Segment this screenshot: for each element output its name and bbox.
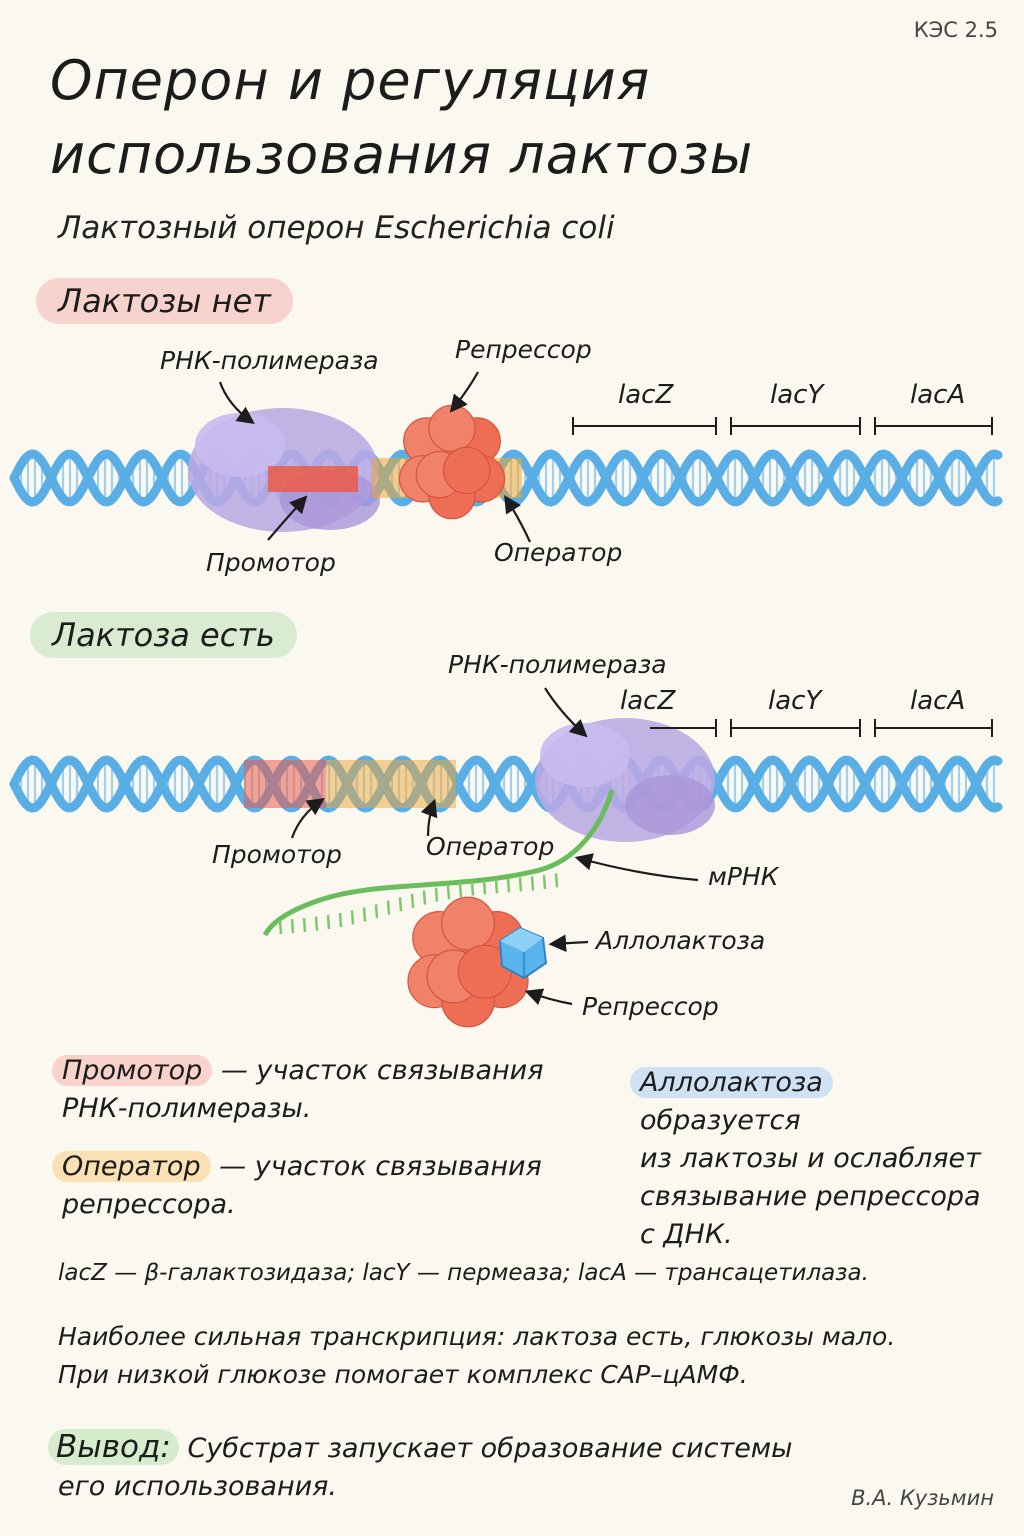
heading-no-lactose: Лактозы нет [36, 278, 293, 324]
arrow-repressor-2 [524, 988, 573, 1006]
gene-laca-1: lacA [910, 380, 966, 410]
gene-lacy-2: lacY [768, 686, 822, 716]
author-signature: В.А. Кузьмин [851, 1486, 994, 1510]
gene-brackets-1 [572, 417, 993, 435]
label-rna-polymerase-1: РНК-полимераза [160, 346, 379, 375]
note-allolactose-line2: из лактозы и ослабляет [640, 1143, 981, 1174]
dna-helix-lactose-present [9, 755, 1003, 813]
rna-polymerase-blob-2 [535, 718, 715, 842]
arrow-repressor-1 [449, 371, 479, 413]
allolactose-crystal [498, 926, 548, 980]
label-repressor-2: Репрессор [582, 992, 719, 1021]
note-conclusion: Вывод: Субстрат запускает образование си… [48, 1428, 793, 1506]
label-operator-1: Оператор [494, 538, 623, 567]
label-operator-2: Оператор [426, 832, 555, 861]
label-allolactose: Аллолактоза [596, 926, 766, 955]
page-subtitle: Лактозный оперон Escherichia coli [58, 210, 615, 246]
note-operator-line1: — участок связывания [210, 1151, 542, 1182]
label-promoter-1: Промотор [206, 548, 336, 577]
arrow-promoter-1 [267, 495, 308, 541]
label-promoter-2: Промотор [212, 840, 342, 869]
note-allolactose-line4: с ДНК. [640, 1219, 733, 1250]
repressor-blob-2 [407, 896, 529, 1028]
mrna-bases [278, 873, 559, 935]
arrow-promoter-2 [290, 798, 325, 839]
term-conclusion: Вывод: [48, 1429, 179, 1465]
note-transcription-line2: При низкой глюкозе помогает комплекс CAP… [58, 1360, 748, 1389]
gene-brackets-2 [650, 719, 993, 737]
note-operator: Оператор — участок связывания репрессора… [52, 1148, 582, 1224]
gene-lacy-1: lacY [770, 380, 824, 410]
title-line-1: Оперон и регуляция [50, 49, 651, 112]
arrow-polymerase-2 [544, 687, 588, 738]
arrow-operator-2 [420, 798, 438, 837]
promoter-segment-1 [268, 466, 358, 492]
arrow-allolactose [548, 934, 589, 953]
arrow-mrna [574, 853, 699, 882]
label-rna-polymerase-2: РНК-полимераза [448, 650, 667, 679]
note-conclusion-line2: его использования. [58, 1471, 337, 1502]
repressor-blob-1 [398, 404, 506, 520]
arrow-operator-1 [504, 495, 532, 543]
gene-laca-2: lacA [910, 686, 966, 716]
heading-lactose-present: Лактоза есть [30, 612, 297, 658]
note-allolactose-line1: образуется [640, 1105, 801, 1136]
operator-segment-2 [326, 760, 456, 808]
term-allolactose: Аллолактоза [630, 1067, 833, 1098]
code-label: КЭС 2.5 [913, 18, 998, 42]
term-promoter: Промотор [52, 1055, 213, 1086]
note-promoter-line2: РНК-полимеразы. [62, 1093, 312, 1124]
arrow-polymerase-1 [218, 381, 255, 425]
note-operator-line2: репрессора. [62, 1189, 236, 1220]
title-line-2: использования лактозы [50, 123, 754, 186]
note-promoter: Промотор — участок связывания РНК-полиме… [52, 1052, 582, 1128]
note-allolactose-line3: связывание репрессора [640, 1181, 981, 1212]
gene-lacz-1: lacZ [618, 380, 674, 410]
mrna-strand [262, 789, 615, 937]
note-transcription: Наиболее сильная транскрипция: лактоза е… [58, 1318, 895, 1394]
note-allolactose: Аллолактоза образуется из лактозы и осла… [630, 1064, 1000, 1254]
label-mrna: мРНК [708, 862, 779, 891]
note-genes: lacZ — β-галактозидаза; lacY — пермеаза;… [58, 1260, 869, 1286]
note-promoter-line1: — участок связывания [212, 1055, 544, 1086]
term-operator: Оператор [52, 1151, 211, 1182]
label-repressor-1: Репрессор [455, 335, 592, 364]
note-transcription-line1: Наиболее сильная транскрипция: лактоза е… [58, 1322, 896, 1351]
gene-lacz-2: lacZ [620, 686, 676, 716]
page-title: Оперон и регуляция использования лактозы [50, 44, 753, 192]
note-conclusion-line1: Субстрат запускает образование системы [178, 1433, 793, 1464]
promoter-segment-2 [244, 760, 326, 808]
